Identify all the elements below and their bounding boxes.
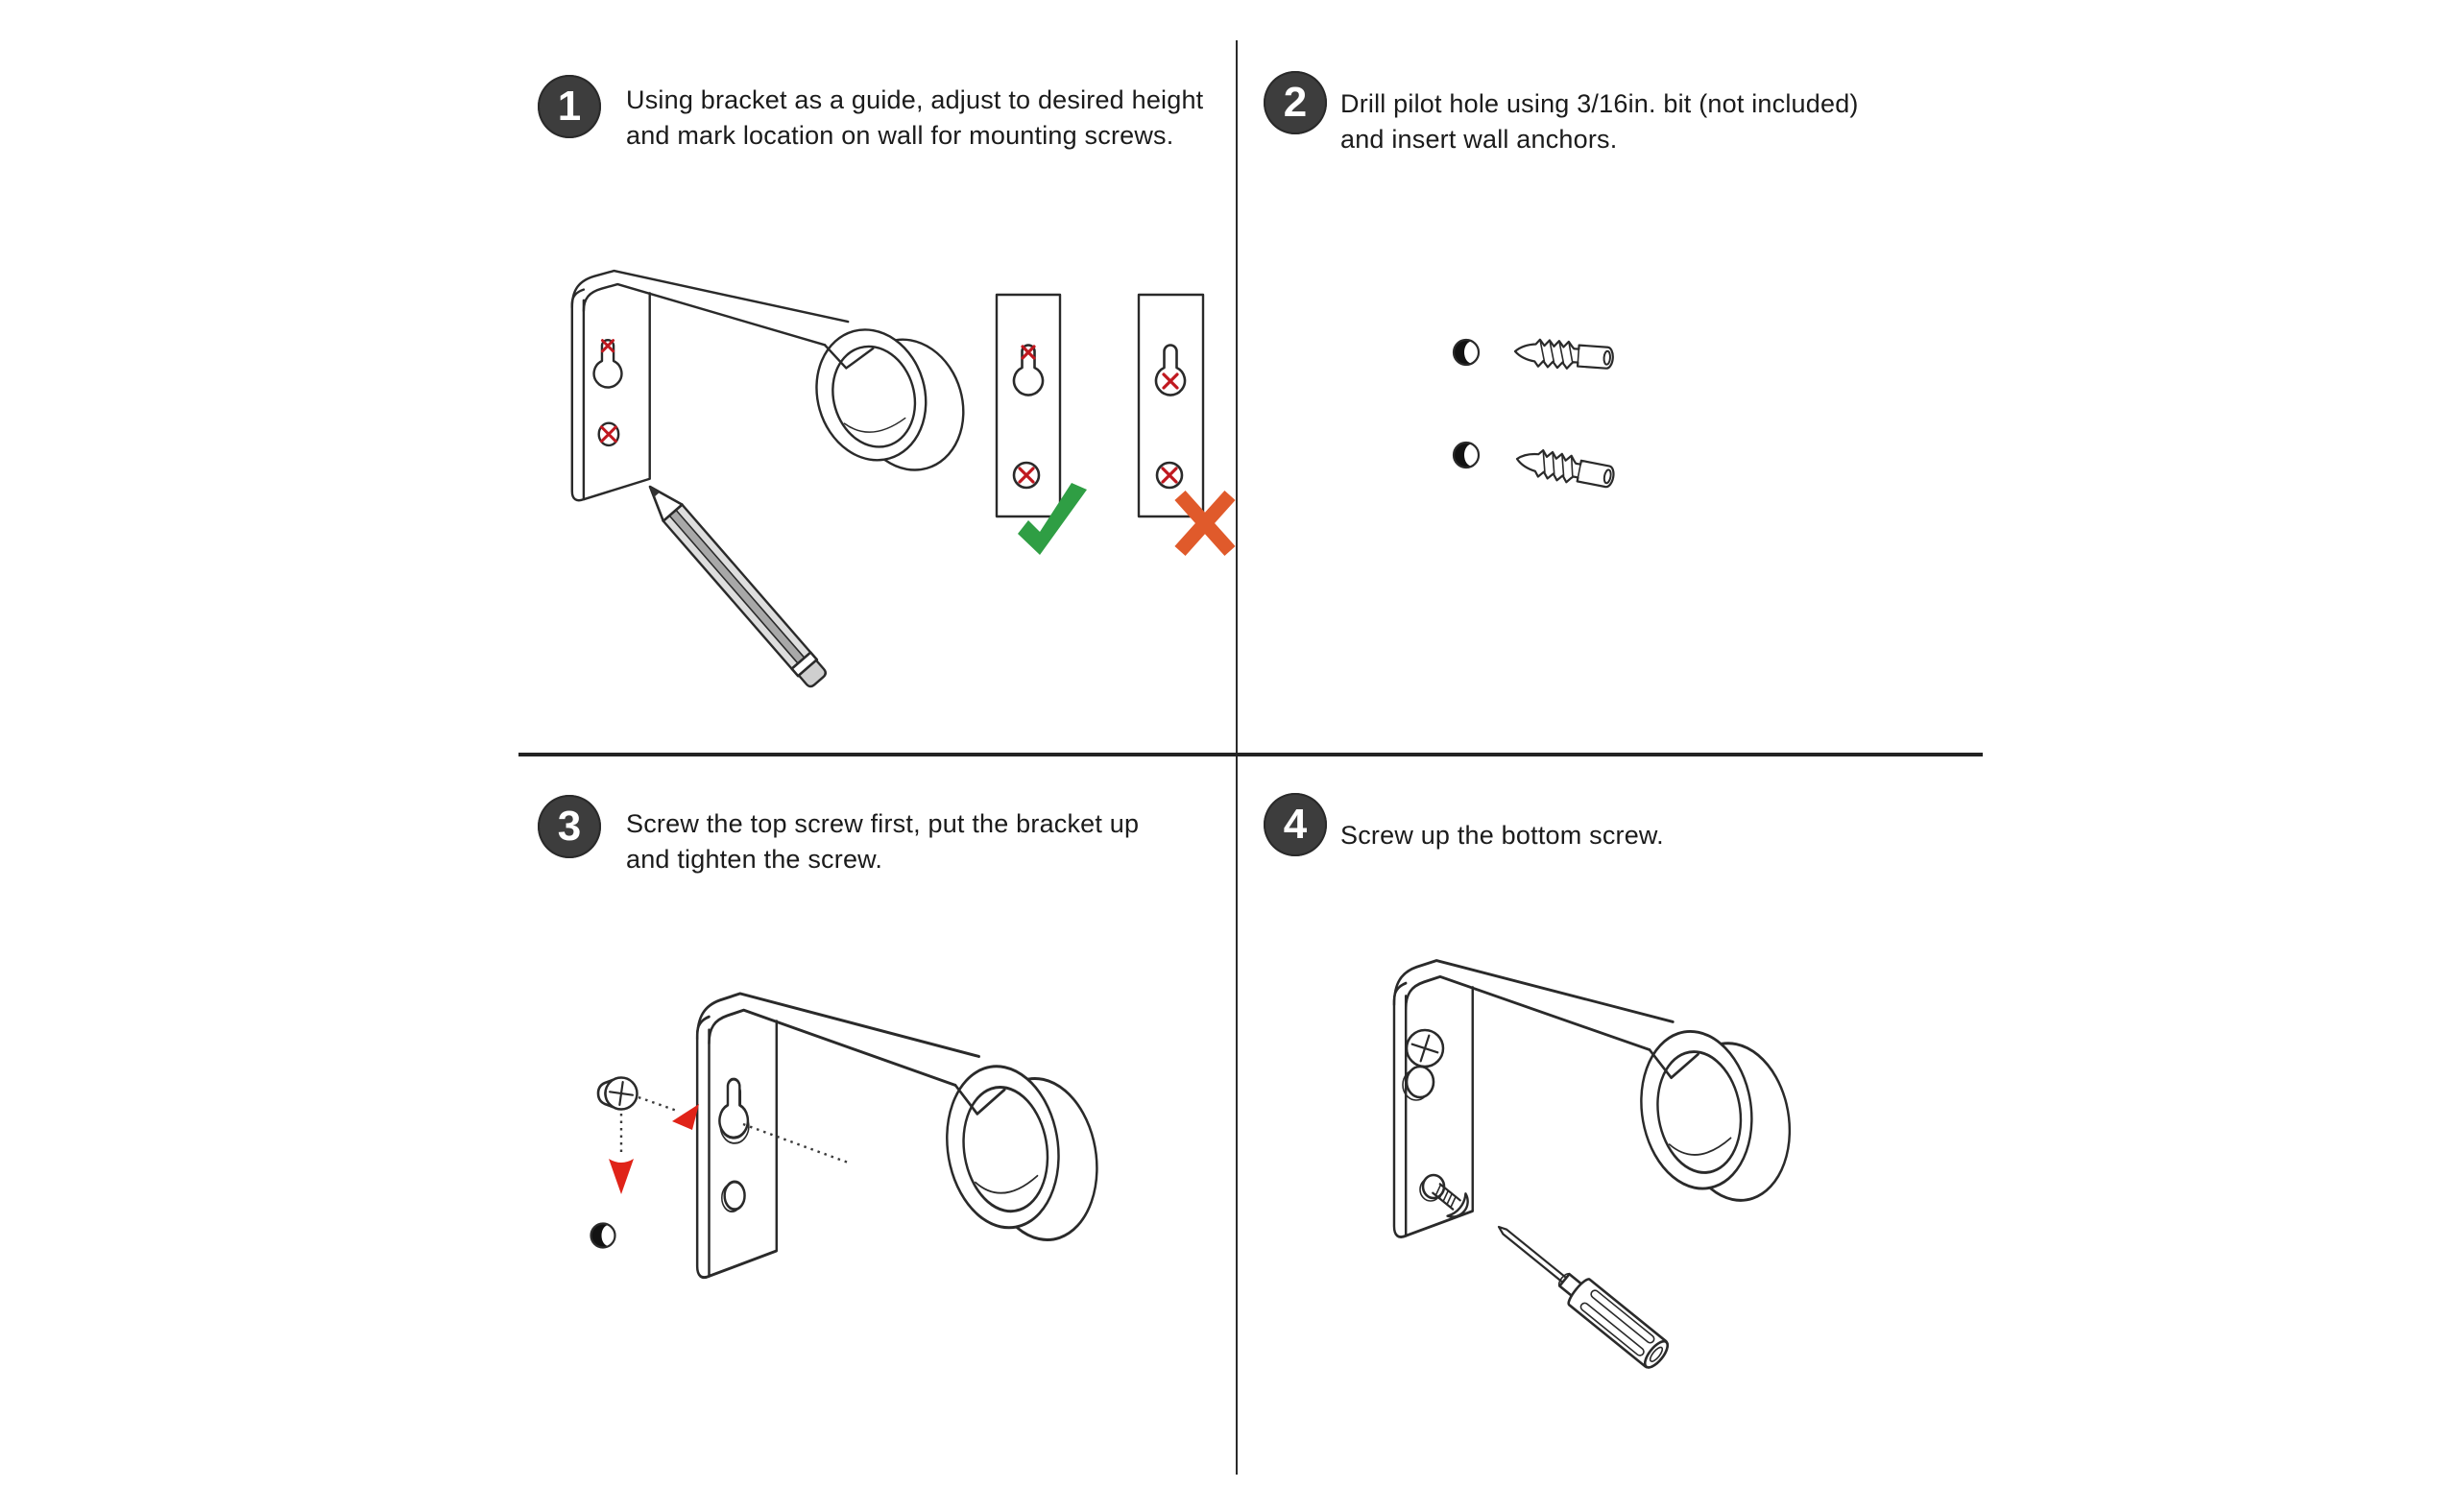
step-2-line1: Drill pilot hole using 3/16in. bit (not … bbox=[1340, 89, 1859, 118]
wall-anchor-icon bbox=[1513, 338, 1614, 370]
red-x-mark bbox=[600, 425, 617, 444]
wall-anchor-icon bbox=[1515, 448, 1615, 489]
red-x-mark bbox=[600, 339, 615, 353]
bottom-hole bbox=[723, 1180, 746, 1212]
drilled-hole-icon bbox=[590, 1222, 616, 1249]
incorrect-plate-diagram bbox=[1137, 293, 1236, 557]
red-x-mark bbox=[1161, 467, 1178, 484]
step-1-number: 1 bbox=[557, 83, 582, 130]
step-4-line1: Screw up the bottom screw. bbox=[1340, 821, 1664, 850]
pilot-hole-icon bbox=[1452, 441, 1481, 469]
horizontal-divider bbox=[518, 753, 1983, 756]
red-x-mark bbox=[1021, 345, 1036, 360]
step-3-badge: 3 bbox=[538, 795, 601, 858]
step-2-instruction: Drill pilot hole using 3/16in. bit (not … bbox=[1340, 86, 1859, 157]
mounted-screw-icon bbox=[1402, 1028, 1445, 1101]
step-2-illustration bbox=[1452, 338, 1615, 489]
keyhole-slot bbox=[718, 1077, 750, 1140]
red-arrow-icon bbox=[672, 1104, 699, 1130]
vertical-divider bbox=[1236, 40, 1238, 1475]
screw-head-icon bbox=[596, 1076, 639, 1111]
orange-cross-icon bbox=[1174, 490, 1236, 557]
keyhole-slot bbox=[592, 338, 623, 389]
step-2-badge: 2 bbox=[1264, 71, 1327, 134]
step-2-line2: and insert wall anchors. bbox=[1340, 125, 1618, 154]
step-4-badge: 4 bbox=[1264, 793, 1327, 856]
green-checkmark-icon bbox=[1018, 483, 1087, 555]
step-3-number: 3 bbox=[557, 803, 582, 850]
step-3-illustration bbox=[590, 992, 1098, 1280]
red-arrow-icon bbox=[609, 1159, 634, 1194]
pilot-hole-icon bbox=[1452, 338, 1481, 367]
correct-plate-diagram bbox=[995, 293, 1087, 555]
bracket-drawing bbox=[695, 992, 1098, 1280]
bracket-drawing bbox=[570, 269, 965, 502]
step-4-number: 4 bbox=[1283, 801, 1308, 848]
step-1-illustration bbox=[570, 269, 1236, 688]
step-4-instruction: Screw up the bottom screw. bbox=[1340, 818, 1664, 853]
step-1-badge: 1 bbox=[538, 75, 601, 138]
step-1-line2: and mark location on wall for mounting s… bbox=[626, 121, 1174, 150]
red-x-mark bbox=[1018, 467, 1035, 484]
step-3-instruction: Screw the top screw first, put the brack… bbox=[626, 806, 1139, 877]
step-3-line1: Screw the top screw first, put the brack… bbox=[626, 809, 1140, 838]
guide-dotted-line bbox=[742, 1122, 852, 1165]
screwdriver-icon bbox=[1497, 1225, 1670, 1369]
pencil-icon bbox=[648, 485, 827, 688]
step-4-illustration bbox=[1392, 959, 1792, 1369]
guide-dotted-line bbox=[638, 1095, 678, 1113]
bottom-screw-icon bbox=[1419, 1173, 1469, 1218]
step-1-instruction: Using bracket as a guide, adjust to desi… bbox=[626, 83, 1203, 154]
step-1-line1: Using bracket as a guide, adjust to desi… bbox=[626, 85, 1204, 114]
step-2-number: 2 bbox=[1283, 79, 1308, 126]
bracket-drawing bbox=[1392, 959, 1792, 1238]
step-3-line2: and tighten the screw. bbox=[626, 845, 883, 874]
red-x-mark bbox=[1162, 372, 1179, 390]
